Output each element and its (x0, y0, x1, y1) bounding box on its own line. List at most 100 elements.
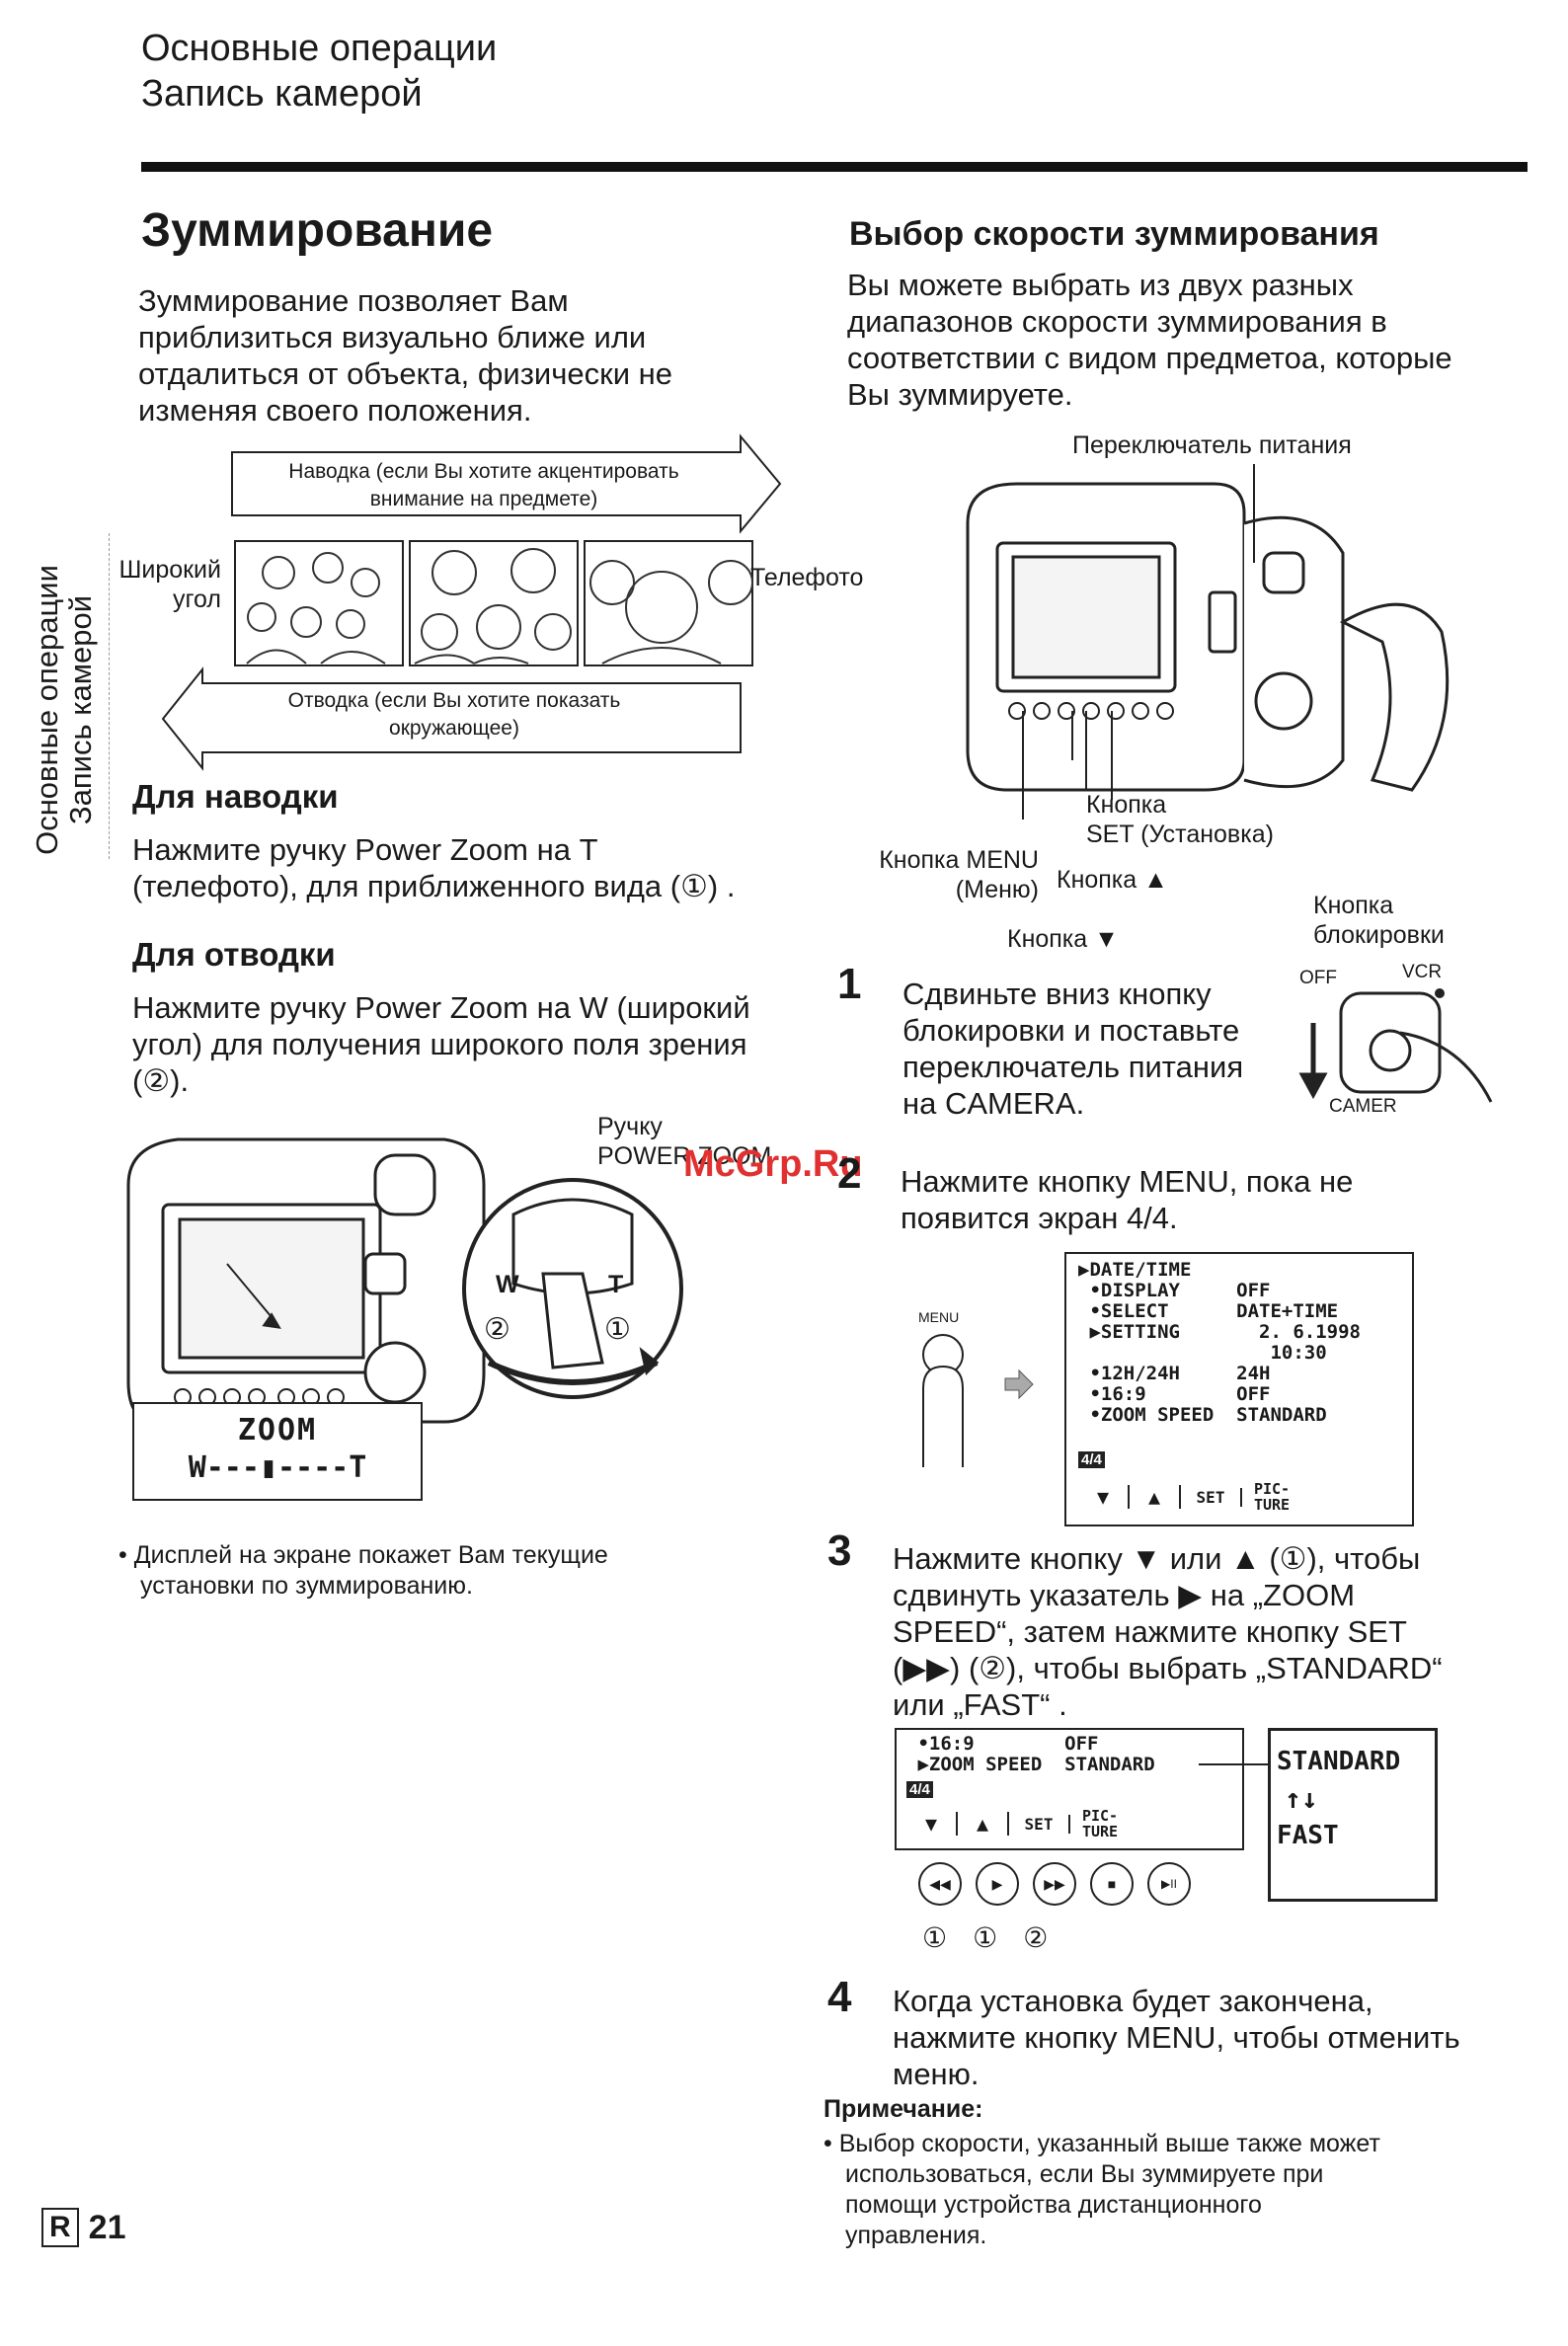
menu-line: •ZOOM SPEED STANDARD (1078, 1404, 1327, 1426)
menu-line: •DISPLAY OFF (1078, 1280, 1271, 1301)
text-line: Кнопка (1313, 892, 1394, 919)
text-line: установки по зуммированию. (140, 1572, 473, 1600)
menu-line: ▶ZOOM SPEED STANDARD (906, 1754, 1155, 1775)
section-title-zoom-speed: Выбор скорости зуммирования (849, 215, 1379, 253)
menu-page-indicator: 4/4 (906, 1781, 933, 1798)
menu-line: •12H/24H 24H (1078, 1363, 1271, 1384)
menu-screen-4-4: ▶DATE/TIME •DISPLAY OFF •SELECT DATE+TIM… (1064, 1252, 1414, 1526)
watermark: McGrp.Ru (683, 1143, 863, 1185)
pause-button[interactable]: ▶II (1147, 1862, 1191, 1906)
step-2-number: 2 (837, 1149, 862, 1198)
text-line: блокировки и поставьте (902, 1013, 1240, 1048)
menu-line: 10:30 (1078, 1342, 1327, 1364)
text-line: Нажмите ручку Power Zoom на W (широкий (132, 990, 750, 1025)
leader-line (1199, 1763, 1268, 1765)
camera-rear-buttons (1008, 702, 1174, 720)
zoom-out-arrow-label: Отводка (если Вы хотите показать окружаю… (227, 687, 681, 743)
text-line: Нажмите ручку Power Zoom на T (132, 832, 598, 867)
menu-up-arrow-icon: ▲ (958, 1812, 1009, 1836)
text-line: (Меню) (955, 876, 1039, 903)
text-line: блокировки (1313, 921, 1445, 949)
play-button[interactable]: ▶ (976, 1862, 1019, 1906)
text-line: Наводка (если Вы хотите акцентировать (288, 460, 679, 483)
note-text: • Выбор скорости, указанный выше также м… (823, 2129, 1515, 2251)
text-line: отдалиться от объекта, физически не (138, 356, 672, 391)
zoom-illustration (161, 433, 782, 771)
text-line: (②). (132, 1063, 190, 1098)
camera-buttons (174, 1388, 345, 1406)
menu-line: ▶DATE/TIME (1078, 1259, 1192, 1281)
header-rule (141, 162, 1528, 172)
text-line: Сдвиньте вниз кнопку (902, 977, 1212, 1011)
menu-line: •16:9 OFF (906, 1733, 1099, 1755)
text-line: POWER ZOOM (597, 1142, 772, 1170)
text-line: Нажмите кнопку MENU, пока не (901, 1164, 1354, 1199)
menu-up-arrow-icon: ▲ (1130, 1485, 1181, 1509)
menu-picture-label: PIC-TURE (1070, 1808, 1130, 1839)
fast-forward-button[interactable]: ▶▶ (1033, 1862, 1076, 1906)
lock-button-label: Кнопка блокировки (1313, 891, 1445, 950)
menu-down-arrow-icon: ▼ (1078, 1485, 1130, 1509)
text-line: • Дисплей на экране покажет Вам текущие (118, 1541, 608, 1569)
text-line: управления. (845, 2222, 987, 2249)
camera-power-knob (1262, 551, 1305, 594)
mark-2: ② (484, 1313, 510, 1346)
header-line-2: Запись камерой (141, 73, 423, 115)
text-line: Широкий (118, 556, 221, 584)
text-line: Кнопка (1086, 791, 1167, 819)
text-line: внимание на предмете) (369, 488, 598, 510)
menu-button-label: Кнопка MENU (Меню) (851, 845, 1039, 904)
power-switch-label: Переключатель питания (1072, 431, 1352, 459)
text-line: появится экран 4/4. (901, 1201, 1178, 1235)
zoom-out-text: Нажмите ручку Power Zoom на W (широкий у… (132, 989, 823, 1099)
header-line-1: Основные операции (141, 28, 498, 69)
text-line: Когда установка будет закончена, (893, 1984, 1373, 2018)
step-2-text: Нажмите кнопку MENU, пока не появится эк… (901, 1163, 1513, 1236)
menu-line: ▶SETTING 2. 6.1998 (1078, 1321, 1361, 1343)
page-number: 21 (88, 2208, 126, 2246)
up-button-label: Кнопка ▲ (1057, 866, 1168, 894)
text-line: Нажмите кнопку ▼ или ▲ (①), чтобы (893, 1541, 1421, 1576)
mark-1: ① (604, 1313, 631, 1346)
language-badge: R (41, 2208, 79, 2247)
text-line: угол (172, 586, 221, 613)
text-line: угол) для получения широкого поля зрения (132, 1027, 747, 1061)
power-zoom-knob (373, 1153, 436, 1216)
menu-set-label: SET (1181, 1487, 1242, 1507)
menu-screen-zoom-speed: •16:9 OFF ▶ZOOM SPEED STANDARD 4/4 ▼ ▲ S… (895, 1728, 1244, 1850)
rewind-button[interactable]: ◀◀ (918, 1862, 962, 1906)
dial-w-label: W (496, 1271, 519, 1298)
zoom-indicator-bar: W---▮----T (188, 1450, 367, 1485)
text-line: TURE (1081, 1823, 1119, 1840)
down-button-label: Кнопка ▼ (1007, 925, 1119, 953)
option-arrows-icon: ↑↓ (1285, 1782, 1318, 1815)
zoom-speed-intro: Вы можете выбрать из двух разных диапазо… (847, 267, 1519, 413)
menu-line: •SELECT DATE+TIME (1078, 1300, 1339, 1322)
step-4-text: Когда установка будет закончена, нажмите… (893, 1983, 1525, 2092)
text-line: Кнопка MENU (879, 846, 1039, 874)
text-line: TURE (1253, 1496, 1291, 1514)
text-line: Ручку (597, 1113, 663, 1140)
zoom-speed-options: STANDARD ↑↓ FAST (1268, 1728, 1438, 1902)
text-line: соответствии с видом предметоа, которые (847, 341, 1452, 375)
zoom-indicator-display: ZOOM W---▮----T (132, 1402, 423, 1501)
dial-t-label: T (608, 1271, 624, 1298)
step-3-number: 3 (827, 1526, 852, 1575)
camera-rear-illustration (966, 464, 1450, 820)
step-3-text: Нажмите кнопку ▼ или ▲ (①), чтобы сдвину… (893, 1540, 1525, 1723)
stop-button[interactable]: ■ (1090, 1862, 1134, 1906)
finger-icon (922, 1365, 964, 1467)
zoom-in-heading: Для наводки (132, 778, 339, 815)
option-fast: FAST (1277, 1821, 1339, 1850)
picture-frames (234, 540, 753, 666)
text-line: PIC- (1253, 1480, 1291, 1498)
menu-picture-label: PIC-TURE (1242, 1481, 1301, 1513)
camera-label: CAMER (1329, 1096, 1397, 1117)
menu-finger-label: MENU (918, 1309, 960, 1325)
text-line: PIC- (1081, 1807, 1119, 1825)
camera-zoom-illustration (126, 1137, 683, 1424)
control-button-marks: ① ① ② (922, 1921, 1048, 1954)
text-line: Отводка (если Вы хотите показать (287, 689, 621, 712)
text-line: (телефото), для приближенного вида (①) . (132, 869, 736, 903)
text-line: окружающее) (389, 717, 519, 740)
